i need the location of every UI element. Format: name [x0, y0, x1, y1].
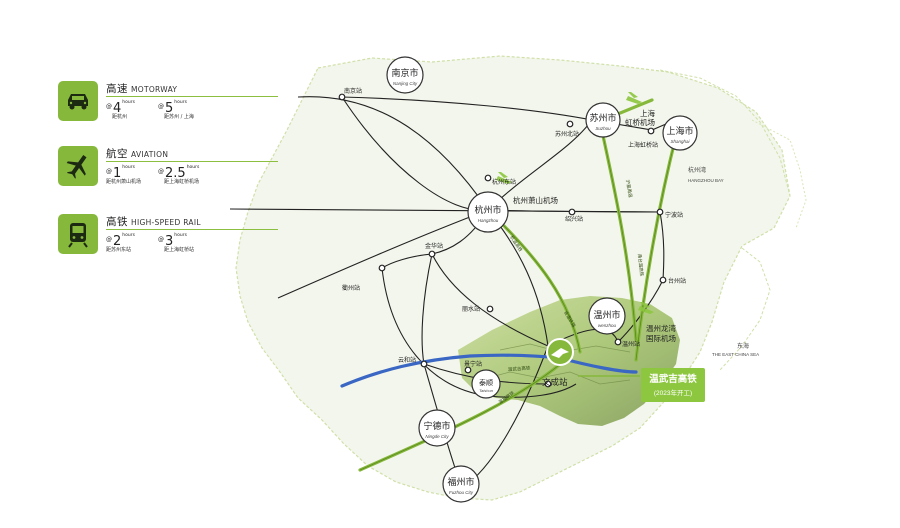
city-suzhou-cn: 苏州市 — [589, 112, 616, 123]
station-hangzhou-east: 杭州东站 — [492, 178, 516, 186]
city-hangzhou-en: Hangzhou — [478, 218, 499, 223]
station-dots — [338, 93, 667, 388]
legend-aviation-sub1: 距杭州萧山机场 — [106, 179, 142, 185]
station-wenzhou: 温州站 — [622, 340, 640, 348]
station-ningbo: 宁波站 — [665, 211, 683, 219]
airport-xiaoshan: 杭州萧山机场 — [513, 195, 558, 205]
car-icon — [68, 94, 88, 110]
coast-outline-east — [751, 119, 807, 229]
station-shaoxing: 绍兴站 — [565, 215, 583, 223]
station-suzhou-north: 苏州北站 — [555, 130, 579, 138]
city-nanjing-en: Nanjing City — [393, 81, 418, 86]
city-wenzhou-en: wenzhou — [598, 323, 617, 328]
rail-label-wenwuji: 温武吉高铁 — [508, 364, 531, 373]
station-lishui: 丽水站 — [462, 305, 480, 313]
water-east-sea-cn: 东海 — [737, 342, 749, 350]
legend-rail-sub1: 距苏州东站 — [106, 247, 132, 253]
train-icon — [68, 223, 88, 248]
water-hangzhou-bay-cn: 杭州湾 — [688, 166, 706, 174]
wenwuji-rail-line — [340, 353, 638, 388]
rail-label-yongtaiwen: 甬台温高铁 — [636, 253, 645, 277]
water-east-sea-en: THE EAST CHINA SEA — [712, 352, 759, 357]
plane-icon — [66, 155, 87, 179]
legend-rail-time1: @2hours — [106, 233, 135, 249]
highlight-subtitle: (2023年开工) — [654, 388, 692, 397]
water-hangzhou-bay-en: HANGZHOU BAY — [688, 178, 724, 183]
highlight-box — [641, 368, 705, 402]
legend-aviation-time2: @2.5hours — [158, 165, 200, 181]
legend-rail-rule — [106, 229, 278, 231]
station-quzhou: 衢州站 — [342, 284, 360, 292]
train-icon-box — [58, 214, 98, 254]
station-yunhe: 云和站 — [398, 356, 416, 364]
city-shanghai-en: Shanghai — [670, 139, 690, 144]
airport-longwan-line2: 国际机场 — [646, 333, 676, 343]
city-circles — [386, 56, 698, 503]
city-ningde-en: Ningde City — [425, 434, 449, 439]
legend-aviation-time1: @1hours — [106, 165, 135, 181]
city-taishun-en: Taishun — [479, 388, 494, 393]
station-jinhua: 金华站 — [425, 242, 443, 250]
station-taizhou: 台州站 — [668, 277, 686, 285]
city-taishun-cn: 泰顺 — [479, 378, 493, 387]
station-hongqiao: 上海虹桥站 — [628, 141, 658, 149]
station-jingning: 景宁站 — [464, 360, 482, 368]
city-ningde-cn: 宁德市 — [423, 420, 450, 431]
city-fuzhou-cn: 福州市 — [447, 476, 474, 487]
legend-motorway-sub1: 距杭州 — [112, 114, 128, 120]
airport-hongqiao-line2: 虹桥机场 — [625, 117, 655, 127]
highlight-title: 温武吉高铁 — [649, 373, 697, 385]
city-nanjing-cn: 南京市 — [391, 67, 418, 78]
city-hangzhou-cn: 杭州市 — [474, 204, 501, 215]
legend-aviation-rule — [106, 161, 278, 163]
city-fuzhou-en: Fuzhou City — [449, 490, 474, 495]
legend-motorway-sub2: 距苏州 / 上海 — [164, 114, 194, 120]
legend-motorway-time1: @4hours — [106, 100, 135, 116]
wencheng-hub-icon — [551, 348, 569, 358]
city-shanghai-cn: 上海市 — [666, 125, 693, 136]
station-nanjing: 南京站 — [344, 87, 362, 95]
station-wencheng: 文成站 — [542, 377, 568, 387]
airport-icons — [496, 92, 654, 314]
car-icon-box — [58, 81, 98, 121]
rail-label-hushiwen: 沪嘉甬温 — [624, 179, 634, 198]
legend-motorway-time2: @5hours — [158, 100, 187, 116]
legend-aviation-sub2: 距上海虹桥机场 — [164, 179, 200, 185]
land-region — [235, 55, 791, 501]
city-wenzhou-cn: 温州市 — [593, 309, 620, 320]
city-suzhou-en: Suzhou — [595, 126, 611, 131]
legend-rail-sub2: 距上海虹桥站 — [164, 247, 195, 253]
airport-hongqiao-line1: 上海 — [640, 108, 655, 118]
coast-outline — [659, 69, 791, 371]
legend-motorway-rule — [106, 96, 278, 98]
legend-rail-time2: @3hours — [158, 233, 187, 249]
plane-icon-box — [58, 146, 98, 186]
airport-longwan-line1: 温州龙湾 — [646, 323, 676, 333]
